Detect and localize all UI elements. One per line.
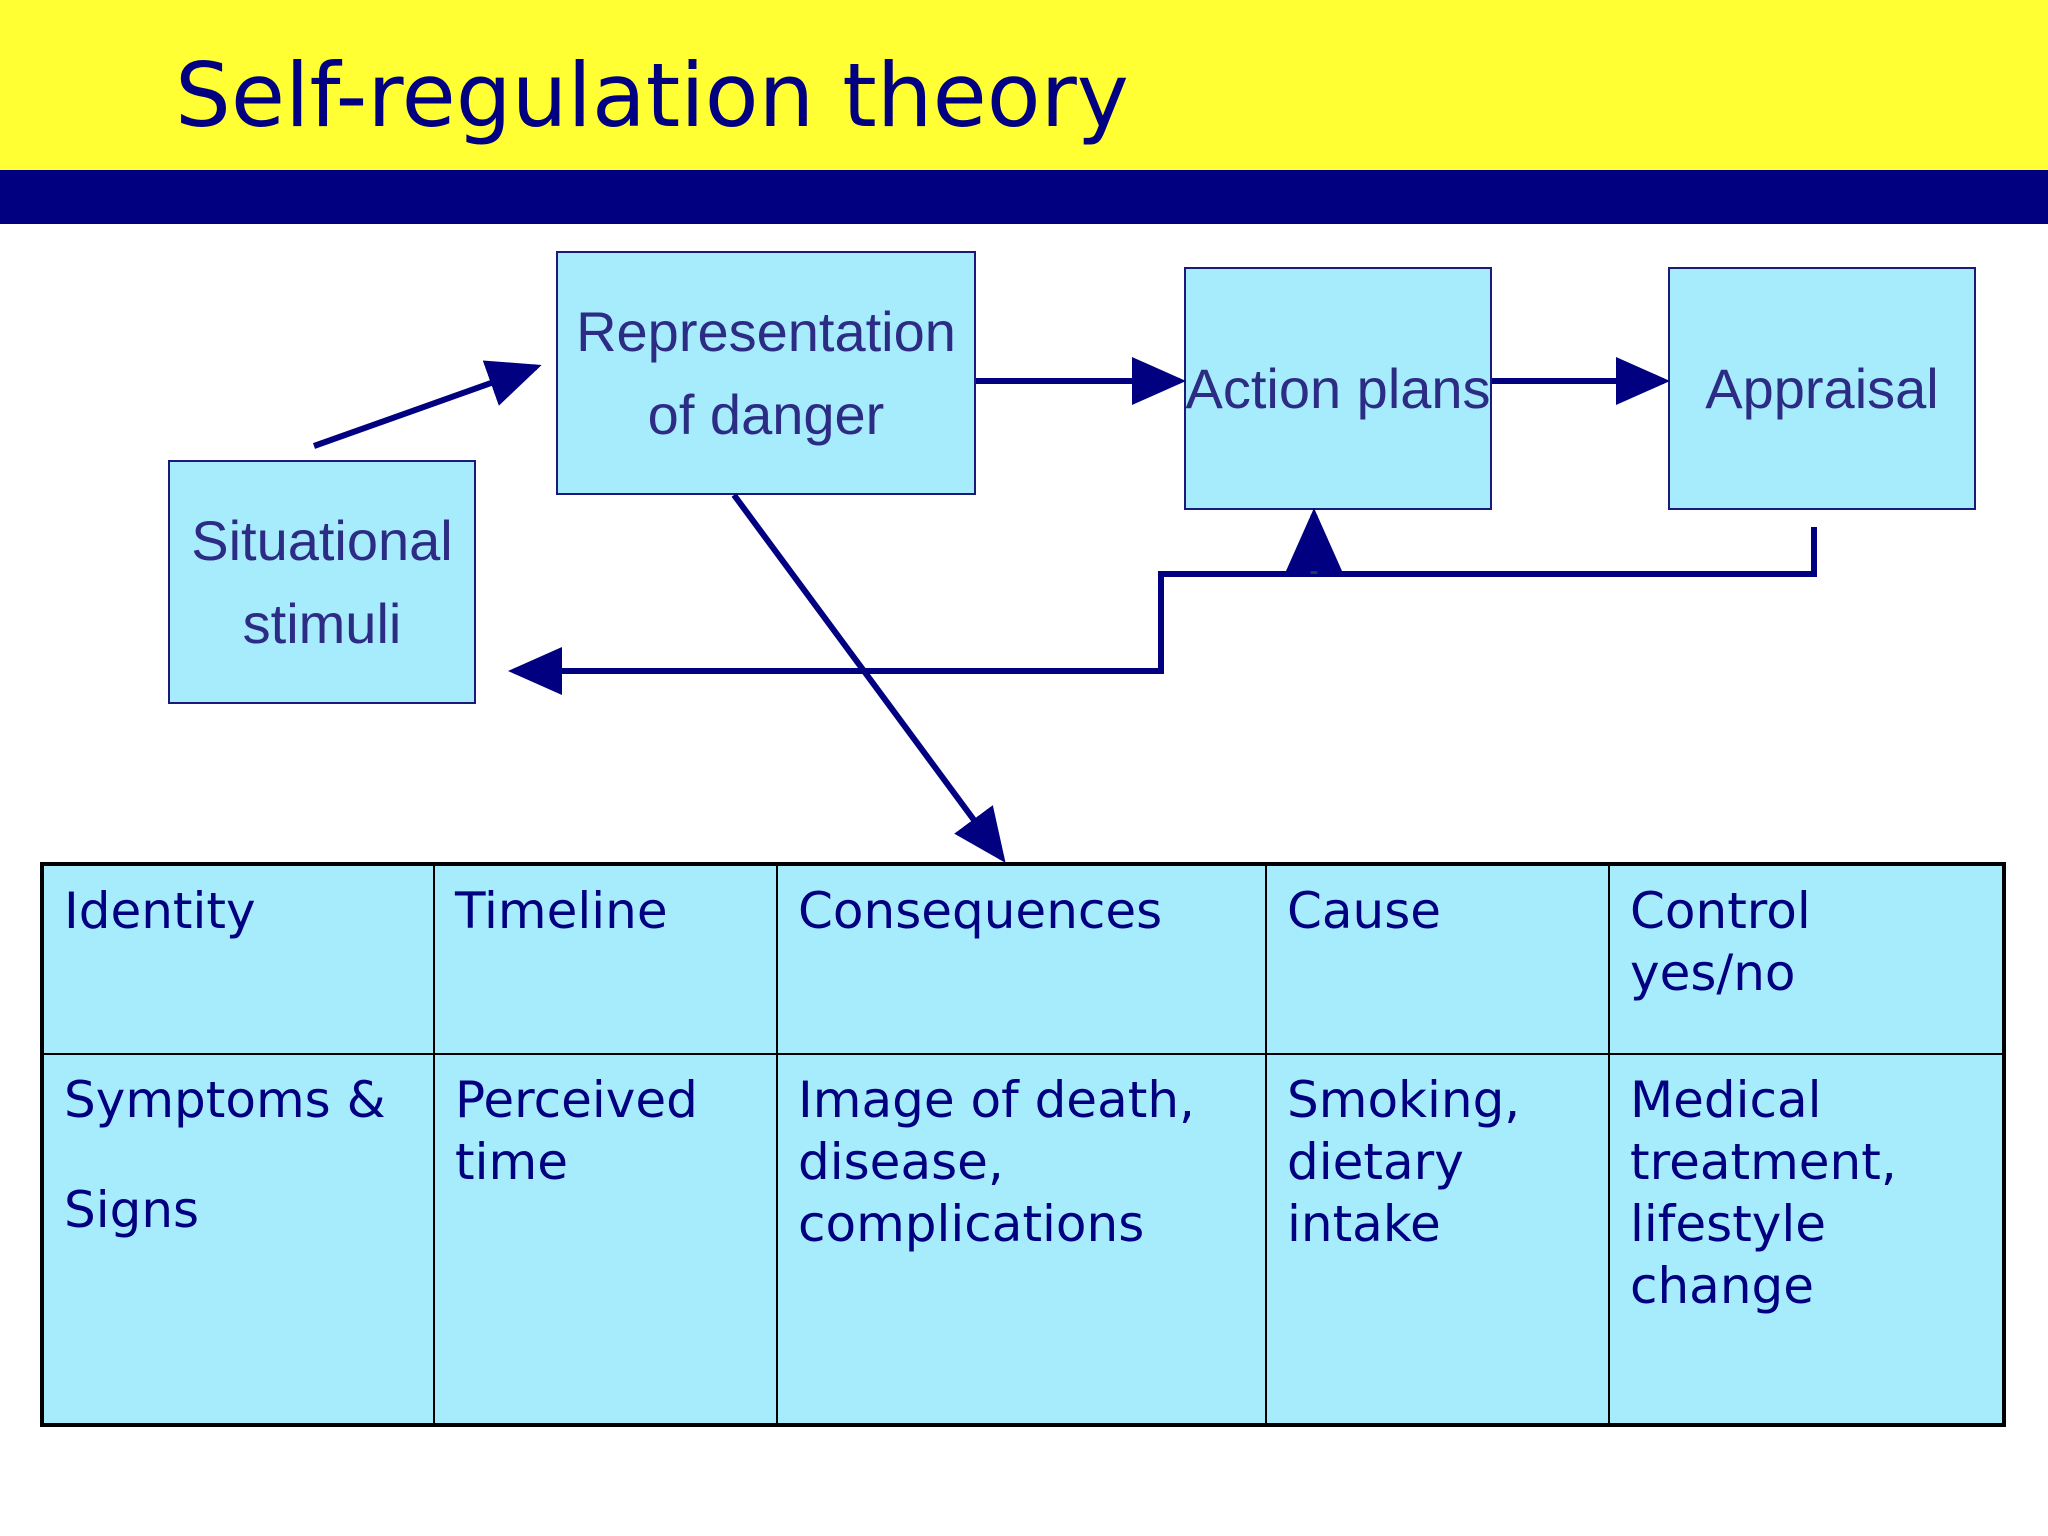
value-cell-control: Medical treatment, lifestyle change: [1608, 1053, 2005, 1426]
appraisal-label: Appraisal: [1705, 357, 1939, 420]
header-identity-text: Identity: [64, 882, 256, 940]
header-control-text-1: Control: [1630, 882, 1811, 940]
identity-value-line-1: Symptoms &: [64, 1071, 386, 1129]
title-band: [0, 0, 2048, 170]
appraisal-feedback-line: [508, 527, 1817, 695]
header-cell-consequences: Consequences: [776, 863, 1267, 1055]
control-value-line-2: treatment,: [1630, 1133, 1897, 1191]
timeline-value-line-2: time: [455, 1133, 568, 1191]
dimension-header-row: Identity Timeline Consequences Cause Con…: [41, 863, 2005, 1055]
header-control-text-2: yes/no: [1630, 944, 1796, 1002]
value-cell-timeline: Perceived time: [433, 1053, 778, 1426]
control-value-line-4: change: [1630, 1257, 1815, 1315]
slide-title: Self-regulation theory: [175, 44, 1129, 147]
dimension-example-row: Symptoms & Signs Perceived time Image of…: [41, 1053, 2005, 1426]
value-cell-consequences: Image of death, disease, complications: [776, 1053, 1267, 1426]
consequences-value-line-1: Image of death,: [798, 1071, 1195, 1129]
representation-line-1: Representation: [576, 300, 956, 363]
consequences-value-line-2: disease,: [798, 1133, 1004, 1191]
situational-line-1: Situational: [191, 509, 453, 572]
title-rule: [0, 170, 2048, 224]
appraisal-box: Appraisal: [1668, 267, 1976, 510]
representation-line-2: of danger: [647, 383, 885, 446]
stimuli-to-representation-arrow: [312, 360, 542, 449]
identity-value-line-2: Signs: [64, 1181, 200, 1239]
timeline-value-line-1: Perceived: [455, 1071, 698, 1129]
situational-line-2: stimuli: [242, 592, 402, 655]
cause-value-line-1: Smoking,: [1287, 1071, 1521, 1129]
representation-of-danger-box: Representation of danger: [556, 251, 976, 495]
cause-value-line-2: dietary: [1287, 1133, 1464, 1191]
control-value-line-3: lifestyle: [1630, 1195, 1827, 1253]
value-cell-identity: Symptoms & Signs: [41, 1053, 435, 1426]
header-cell-control: Control yes/no: [1608, 863, 2005, 1055]
action-plans-box: Action plans: [1184, 267, 1492, 510]
header-cell-identity: Identity: [41, 863, 435, 1055]
cause-value-line-3: intake: [1287, 1195, 1441, 1253]
consequences-value-line-3: complications: [798, 1195, 1145, 1253]
representation-to-dimensions-arrow: [731, 493, 1006, 863]
header-cause-text: Cause: [1287, 882, 1442, 940]
header-cell-cause: Cause: [1265, 863, 1610, 1055]
header-consequences-text: Consequences: [798, 882, 1163, 940]
illness-representation-table: Identity Timeline Consequences Cause Con…: [40, 862, 2006, 1427]
value-cell-cause: Smoking, dietary intake: [1265, 1053, 1610, 1426]
header-cell-timeline: Timeline: [433, 863, 778, 1055]
header-timeline-text: Timeline: [455, 882, 668, 940]
situational-stimuli-box: Situational stimuli: [168, 460, 476, 704]
action-plans-label: Action plans: [1185, 357, 1491, 420]
control-value-line-1: Medical: [1630, 1071, 1822, 1129]
